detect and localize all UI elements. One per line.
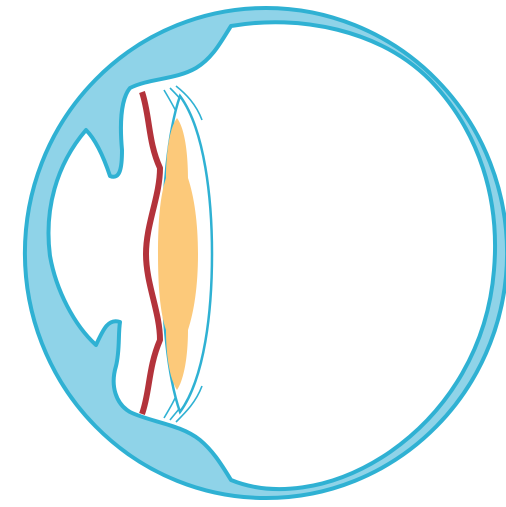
iris <box>142 92 160 414</box>
eye-wall <box>25 8 506 498</box>
